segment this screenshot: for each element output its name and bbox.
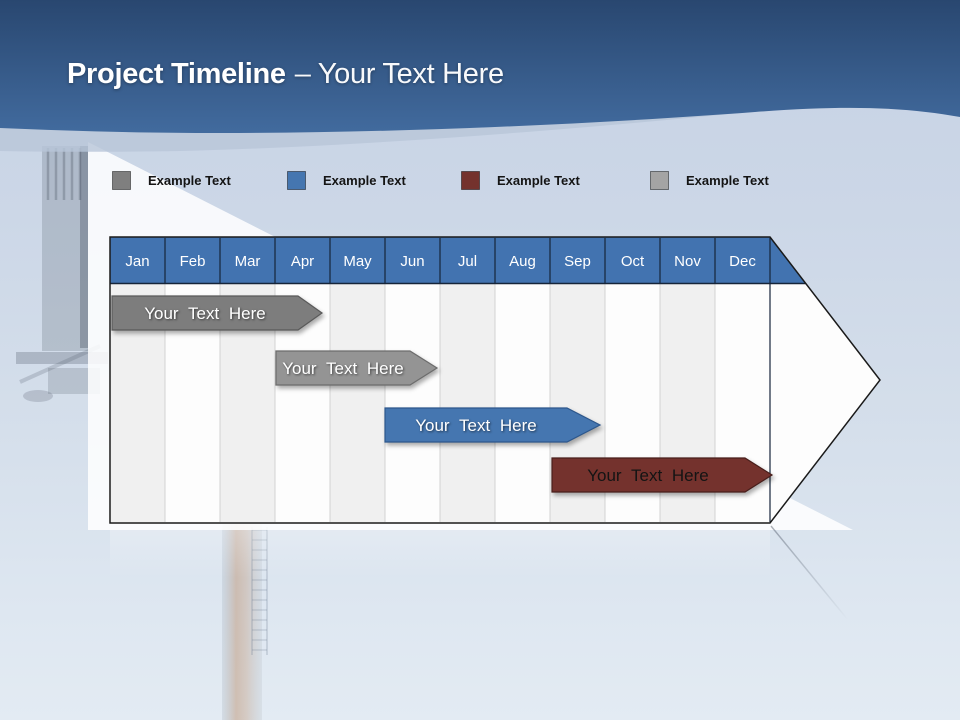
month-label-mar: Mar <box>235 253 261 270</box>
legend-swatch-icon <box>287 170 306 190</box>
month-label-apr: Apr <box>291 253 314 270</box>
month-label-feb: Feb <box>180 253 206 270</box>
slide-title-placeholder: – Your Text Here <box>294 58 504 90</box>
slide-title[interactable]: Project Timeline– Your Text Here <box>67 58 504 91</box>
task-bar-3[interactable]: Your Text Here <box>384 407 602 443</box>
header-wave <box>0 0 960 152</box>
month-label-oct: Oct <box>621 253 645 270</box>
legend-item-label: Example Text <box>323 172 406 188</box>
header-wave-main <box>0 0 960 133</box>
task-bar-1[interactable]: Your Text Here <box>111 295 324 331</box>
legend-item-2[interactable]: Example Text <box>287 169 406 191</box>
month-labels: Jan Feb Mar Apr May Jun Jul Aug Sep Oct … <box>125 253 756 270</box>
legend-item-1[interactable]: Example Text <box>112 169 231 191</box>
table-reflection <box>109 524 849 621</box>
month-header-separators <box>110 238 806 522</box>
month-label-dec: Dec <box>729 253 756 270</box>
month-label-may: May <box>343 253 372 270</box>
month-label-sep: Sep <box>564 253 591 270</box>
billboard-background-image <box>16 146 108 402</box>
slide-title-bold: Project Timeline <box>67 58 286 90</box>
legend-item-4[interactable]: Example Text <box>650 169 769 191</box>
month-header-band <box>110 237 806 283</box>
month-label-nov: Nov <box>674 253 701 270</box>
legend-item-3[interactable]: Example Text <box>461 169 580 191</box>
task-bar-2[interactable]: Your Text Here <box>275 350 439 386</box>
legend-swatch-icon <box>112 170 131 190</box>
task-bar-4-shape[interactable] <box>551 457 774 493</box>
task-bar-1-label: Your Text Here <box>144 304 266 323</box>
legend-item-label: Example Text <box>148 172 231 188</box>
month-label-jun: Jun <box>400 253 424 270</box>
timeline-arrow-outline <box>109 236 881 524</box>
task-bar-1-shape[interactable] <box>111 295 324 331</box>
task-bar-2-label: Your Text Here <box>282 359 404 378</box>
month-label-jul: Jul <box>458 253 477 270</box>
month-label-aug: Aug <box>509 253 536 270</box>
legend-item-label: Example Text <box>686 172 769 188</box>
legend-swatch-icon <box>650 170 669 190</box>
task-bar-4[interactable]: Your Text Here <box>551 457 774 493</box>
legend-swatch-icon <box>461 170 480 190</box>
column-separators <box>164 284 716 522</box>
task-bar-3-label: Your Text Here <box>415 416 537 435</box>
legend-item-label: Example Text <box>497 172 580 188</box>
month-label-jan: Jan <box>125 253 149 270</box>
task-bar-3-shape[interactable] <box>384 407 602 443</box>
task-bar-2-shape[interactable] <box>275 350 439 386</box>
task-bar-4-label: Your Text Here <box>587 466 709 485</box>
